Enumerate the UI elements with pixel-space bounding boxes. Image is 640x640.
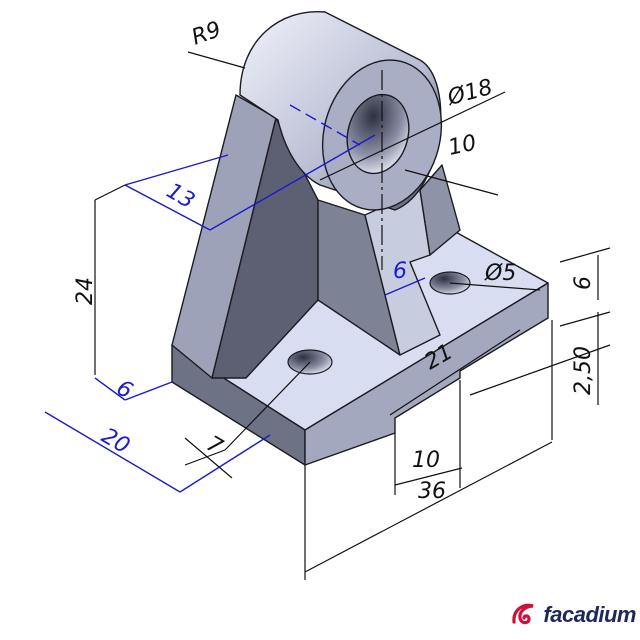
label-20: 20: [97, 424, 134, 460]
right-rib-side: [419, 164, 461, 256]
logo-text: facadium: [543, 602, 636, 627]
dim-6-height: [559, 247, 611, 327]
dim-6-rib: [384, 277, 426, 296]
label-13: 13: [162, 179, 199, 215]
base-right-face: [304, 282, 549, 466]
cylinder-boss: [239, 11, 443, 270]
facadium-logo: facadium: [509, 600, 636, 630]
dim-21: [389, 329, 521, 416]
dim-6-base: [94, 377, 173, 401]
dim-13: [124, 134, 376, 231]
base-block: [171, 229, 549, 466]
dim-2-50: [469, 312, 611, 405]
label-6-base: 6: [112, 376, 137, 405]
dim-20: [44, 411, 271, 493]
label-d5: Ø5: [484, 261, 516, 286]
swirl-logo-icon: [512, 603, 534, 625]
label-24: 24: [73, 277, 98, 305]
bore-hole: [346, 93, 410, 175]
d18-leader: [319, 91, 506, 181]
label-d10: 10: [446, 131, 479, 161]
label-10: 10: [412, 448, 440, 473]
label-6-height: 6: [571, 276, 596, 290]
label-r9: R9: [189, 17, 225, 51]
dimension-lines: [44, 51, 611, 580]
dim-36: [304, 320, 553, 580]
dim-24: [94, 184, 126, 375]
label-2-50: 2,50: [571, 346, 596, 395]
dim-7: [184, 361, 311, 479]
label-36: 36: [418, 479, 446, 504]
label-d18: Ø18: [444, 75, 495, 111]
axis-line: [289, 104, 361, 146]
dim-10: [394, 380, 463, 495]
label-6-rib: 6: [393, 259, 407, 284]
d5-leader: [449, 282, 541, 291]
r9-leader: [187, 51, 246, 69]
d10-leader: [404, 169, 499, 196]
